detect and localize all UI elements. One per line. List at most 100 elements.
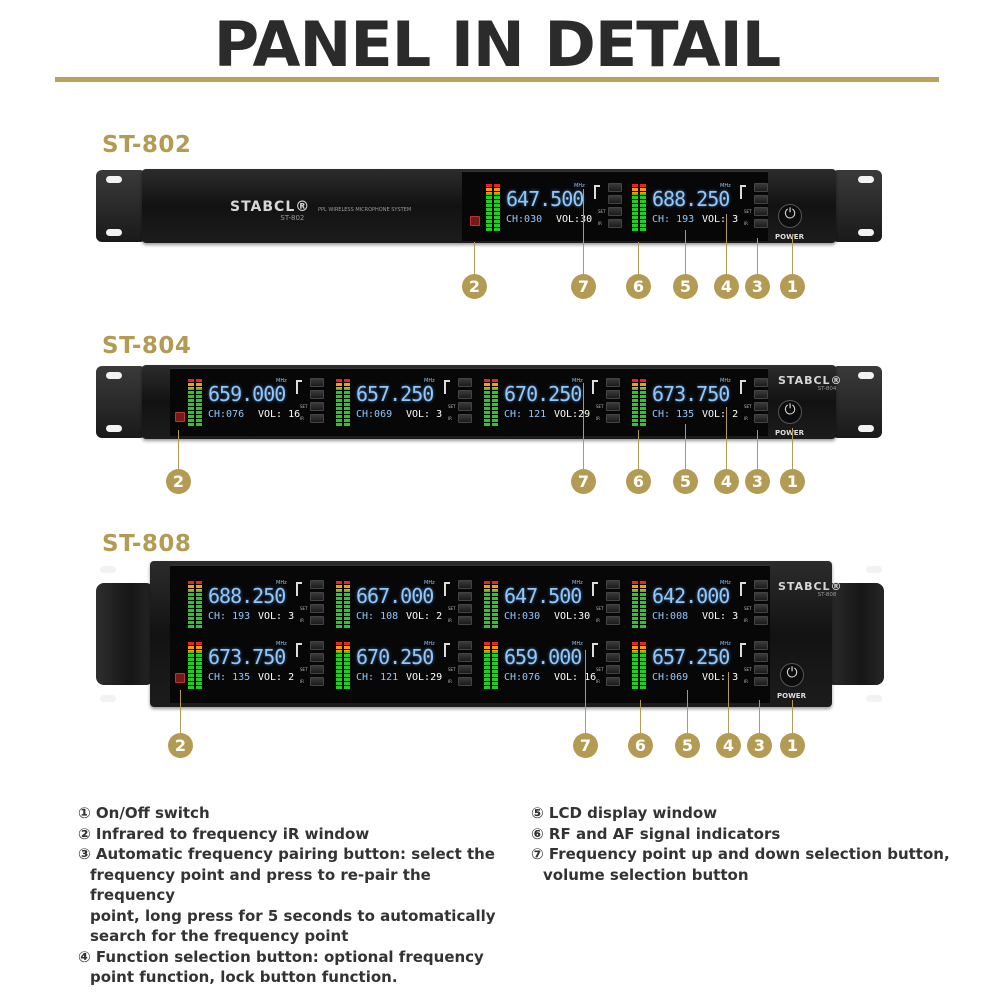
up-button[interactable] bbox=[754, 641, 768, 650]
ir-pair-button[interactable] bbox=[310, 677, 324, 686]
ir-pair-button[interactable] bbox=[458, 414, 472, 423]
set-button[interactable] bbox=[458, 402, 472, 411]
down-button[interactable] bbox=[754, 390, 768, 399]
down-button[interactable] bbox=[458, 390, 472, 399]
up-button[interactable] bbox=[754, 378, 768, 387]
ir-pair-button[interactable] bbox=[458, 677, 472, 686]
up-button[interactable] bbox=[310, 378, 324, 387]
lcd-antenna-icon bbox=[740, 582, 746, 596]
set-button[interactable] bbox=[310, 604, 324, 613]
lcd-antenna-icon bbox=[296, 582, 302, 596]
down-button[interactable] bbox=[458, 653, 472, 662]
up-button[interactable] bbox=[608, 183, 622, 192]
af-signal-indicator bbox=[492, 378, 498, 426]
power-switch[interactable] bbox=[778, 400, 802, 424]
legend-item: ⑥ RF and AF signal indicators bbox=[531, 824, 781, 843]
set-button[interactable] bbox=[754, 604, 768, 613]
up-button[interactable] bbox=[606, 580, 620, 589]
down-button[interactable] bbox=[606, 592, 620, 601]
down-button[interactable] bbox=[754, 653, 768, 662]
down-button[interactable] bbox=[310, 592, 324, 601]
legend-item-continuation: volume selection button bbox=[543, 865, 749, 884]
set-button[interactable] bbox=[310, 402, 324, 411]
down-button[interactable] bbox=[310, 390, 324, 399]
ir-window[interactable] bbox=[175, 673, 185, 683]
ir-pair-button[interactable] bbox=[606, 677, 620, 686]
up-button[interactable] bbox=[754, 580, 768, 589]
af-signal-indicator bbox=[196, 378, 202, 426]
down-button[interactable] bbox=[754, 195, 768, 204]
down-button[interactable] bbox=[606, 390, 620, 399]
ir-pair-button[interactable] bbox=[754, 616, 768, 625]
callout-leader bbox=[792, 234, 793, 274]
ir-pair-button[interactable] bbox=[310, 616, 324, 625]
rf-signal-indicator bbox=[188, 641, 194, 689]
page-title: PANEL IN DETAIL bbox=[213, 8, 781, 81]
ir-pair-button[interactable] bbox=[606, 414, 620, 423]
rack-mount-hole bbox=[106, 372, 122, 379]
ir-pair-button[interactable] bbox=[754, 414, 768, 423]
lcd-mhz-label: MHz bbox=[720, 183, 731, 189]
legend-item: ⑦ Frequency point up and down selection … bbox=[531, 845, 950, 863]
up-button[interactable] bbox=[310, 580, 324, 589]
button-label: IR bbox=[744, 416, 748, 421]
lcd-channel: CH:076 bbox=[208, 409, 245, 420]
up-button[interactable] bbox=[606, 641, 620, 650]
down-button[interactable] bbox=[608, 195, 622, 204]
af-signal-indicator bbox=[640, 641, 646, 689]
lcd-antenna-icon bbox=[740, 185, 746, 199]
up-button[interactable] bbox=[458, 378, 472, 387]
lcd-channel: CH: 121 bbox=[504, 409, 547, 420]
set-button[interactable] bbox=[310, 665, 324, 674]
power-switch[interactable] bbox=[778, 204, 802, 228]
lcd-volume: VOL:29 bbox=[406, 672, 443, 683]
ir-pair-button[interactable] bbox=[458, 616, 472, 625]
ir-pair-button[interactable] bbox=[754, 677, 768, 686]
lcd-antenna-icon bbox=[740, 643, 746, 657]
down-button[interactable] bbox=[754, 592, 768, 601]
set-button[interactable] bbox=[606, 402, 620, 411]
down-button[interactable] bbox=[606, 653, 620, 662]
ir-pair-button[interactable] bbox=[608, 219, 622, 228]
power-label: POWER bbox=[775, 233, 804, 241]
lcd-volume: VOL:29 bbox=[554, 409, 591, 420]
set-button[interactable] bbox=[754, 207, 768, 216]
power-switch[interactable] bbox=[780, 663, 804, 687]
ir-pair-button[interactable] bbox=[754, 219, 768, 228]
set-button[interactable] bbox=[458, 604, 472, 613]
callout-5: 5 bbox=[673, 274, 698, 299]
lcd-mhz-label: MHz bbox=[720, 378, 731, 384]
ir-pair-button[interactable] bbox=[606, 616, 620, 625]
down-button[interactable] bbox=[310, 653, 324, 662]
set-button[interactable] bbox=[754, 402, 768, 411]
lcd-mhz-label: MHz bbox=[572, 641, 583, 647]
up-button[interactable] bbox=[458, 641, 472, 650]
set-button[interactable] bbox=[606, 665, 620, 674]
button-label: IR bbox=[744, 221, 748, 226]
lcd-antenna-icon bbox=[444, 582, 450, 596]
down-button[interactable] bbox=[458, 592, 472, 601]
rack-mount-hole bbox=[100, 695, 116, 702]
callout-leader bbox=[757, 238, 758, 274]
set-button[interactable] bbox=[608, 207, 622, 216]
up-button[interactable] bbox=[310, 641, 324, 650]
button-label: SET bbox=[744, 606, 752, 611]
up-button[interactable] bbox=[458, 580, 472, 589]
set-button[interactable] bbox=[754, 665, 768, 674]
rack-mount-hole bbox=[858, 425, 874, 432]
button-label: SET bbox=[448, 606, 456, 611]
up-button[interactable] bbox=[606, 378, 620, 387]
set-button[interactable] bbox=[458, 665, 472, 674]
ir-window[interactable] bbox=[175, 412, 185, 422]
up-button[interactable] bbox=[754, 183, 768, 192]
lcd-frequency: 642.000 bbox=[652, 584, 730, 608]
set-button[interactable] bbox=[606, 604, 620, 613]
lcd-antenna-icon bbox=[296, 380, 302, 394]
ir-window[interactable] bbox=[470, 216, 480, 226]
ir-pair-button[interactable] bbox=[310, 414, 324, 423]
